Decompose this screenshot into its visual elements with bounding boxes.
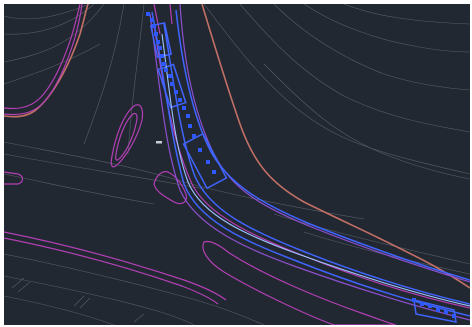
gray-line	[273, 4, 470, 91]
blue-grips-layer	[146, 12, 456, 318]
grip-point[interactable]	[164, 68, 168, 72]
gray-line	[4, 153, 205, 190]
grip-point[interactable]	[152, 24, 156, 28]
gray-lines-layer	[4, 4, 470, 325]
grip-point[interactable]	[444, 310, 448, 314]
road-edge-purple	[149, 13, 470, 321]
island-left	[110, 104, 144, 168]
gray-line	[203, 4, 470, 175]
grip-point[interactable]	[420, 302, 424, 306]
grip-point[interactable]	[150, 18, 154, 22]
gray-line	[303, 4, 470, 53]
grip-point[interactable]	[206, 160, 210, 164]
alignment-right	[175, 9, 470, 281]
gray-line	[127, 4, 145, 155]
grip-point[interactable]	[212, 170, 216, 174]
grip-point[interactable]	[188, 124, 192, 128]
centerline-layer	[161, 33, 470, 307]
gray-line	[4, 253, 265, 325]
grip-point[interactable]	[182, 106, 186, 110]
grip-point[interactable]	[452, 314, 456, 318]
left-curb-vertical	[153, 4, 173, 35]
gray-line	[273, 213, 470, 265]
blue-alignment-layer	[149, 9, 470, 323]
grip-point[interactable]	[178, 98, 182, 102]
grip-point[interactable]	[156, 40, 160, 44]
salmon-line	[201, 4, 470, 289]
small-island	[4, 171, 24, 185]
salmon-line	[4, 4, 89, 118]
grip-point[interactable]	[192, 134, 196, 138]
grip-point[interactable]	[170, 82, 174, 86]
left-curb	[4, 4, 81, 110]
gray-line	[4, 275, 195, 325]
centerline	[161, 33, 470, 307]
gray-line	[343, 4, 470, 25]
left-curb-inner	[4, 4, 83, 116]
grip-point[interactable]	[158, 46, 162, 50]
lower-left-strip-2	[4, 237, 219, 305]
text-marker	[156, 141, 162, 144]
drawing-canvas[interactable]	[4, 4, 470, 325]
gray-line	[4, 43, 101, 85]
grip-point[interactable]	[160, 54, 164, 58]
gray-line	[4, 141, 365, 220]
grip-point[interactable]	[186, 114, 190, 118]
grip-point[interactable]	[198, 148, 202, 152]
road-edge-purple-2	[179, 4, 470, 283]
salmon-boundary-layer	[4, 4, 470, 289]
gray-line	[263, 63, 470, 180]
grip-point[interactable]	[436, 308, 440, 312]
bottom-right-block	[413, 299, 457, 323]
alignment-left	[151, 11, 470, 317]
gray-line	[4, 173, 155, 205]
grip-point[interactable]	[162, 62, 166, 66]
gray-line	[83, 4, 125, 145]
grip-point[interactable]	[154, 32, 158, 36]
grip-point[interactable]	[428, 304, 432, 308]
grip-point[interactable]	[174, 90, 178, 94]
grip-point[interactable]	[412, 298, 416, 302]
purple-outlines-layer	[149, 4, 470, 321]
grip-point[interactable]	[168, 74, 172, 78]
cad-viewport[interactable]	[4, 4, 470, 325]
gray-line	[239, 4, 470, 133]
gray-line	[11, 277, 145, 323]
alignment-mid	[163, 23, 470, 305]
selection-box	[182, 132, 228, 190]
lower-left-strip	[4, 231, 227, 301]
island-left-inner	[115, 112, 138, 161]
lower-island	[202, 240, 397, 325]
island-mid	[153, 171, 187, 205]
gray-line	[4, 295, 115, 325]
gray-line	[4, 4, 105, 63]
grip-point[interactable]	[146, 12, 150, 16]
